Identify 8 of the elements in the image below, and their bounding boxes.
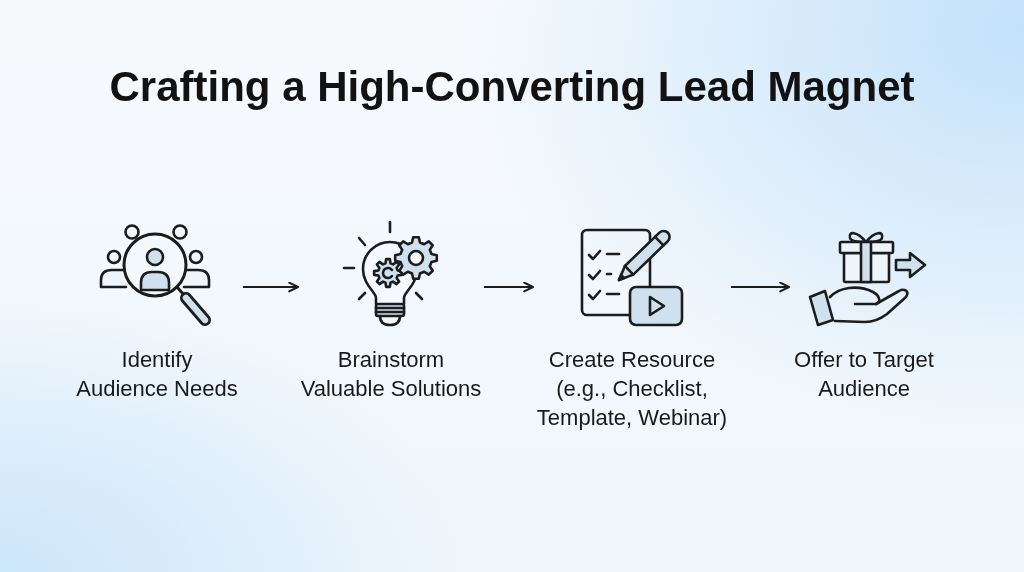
step-label: Brainstorm Valuable Solutions [299, 346, 483, 403]
arrow [483, 281, 534, 293]
diagram-title: Crafting a High-Converting Lead Magnet [109, 62, 915, 112]
step-label: Offer to Target Audience [793, 346, 935, 403]
step-label: Create Resource (e.g., Checklist, Template, Webinar) [535, 346, 729, 432]
step-label: Identify Audience Needs [75, 346, 239, 403]
arrow [730, 281, 790, 293]
arrow [242, 281, 299, 293]
